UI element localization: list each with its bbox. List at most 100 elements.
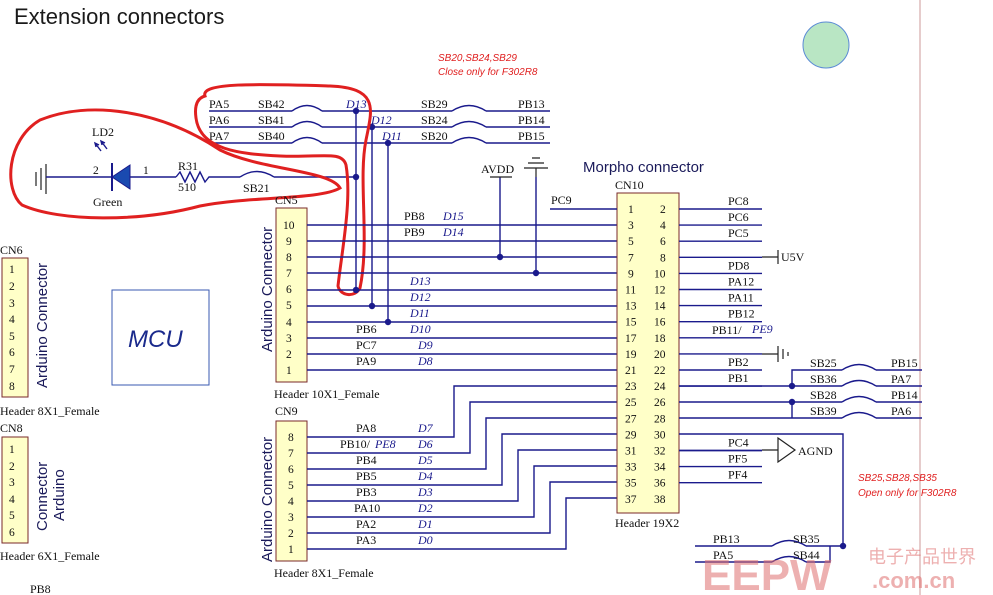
cn10-right-pin: 6 <box>660 236 666 248</box>
svg-text:1: 1 <box>286 365 292 377</box>
cn10-right-net: PF5 <box>728 452 747 466</box>
svg-text:SB25: SB25 <box>810 356 837 370</box>
cn10-right-net: PB11/ <box>712 323 742 337</box>
cn10-left-pin: 21 <box>625 365 637 377</box>
svg-text:PB5: PB5 <box>356 469 377 483</box>
svg-text:PB8: PB8 <box>404 209 425 223</box>
svg-text:D12: D12 <box>409 290 431 304</box>
svg-text:4: 4 <box>288 496 294 508</box>
svg-text:7: 7 <box>286 268 292 280</box>
cn10-right-pin: 22 <box>654 365 666 377</box>
cn10-right-net: PD8 <box>728 258 749 272</box>
led-pin-k: 1 <box>143 165 149 177</box>
cn5-footer: Header 10X1_Female <box>274 387 380 401</box>
svg-text:10: 10 <box>283 220 295 232</box>
svg-text:3: 3 <box>9 477 15 489</box>
svg-text:D1: D1 <box>417 517 433 531</box>
cn10-right-net: PF4 <box>728 468 747 482</box>
cn10-right-pin: 2 <box>660 204 666 216</box>
cn10-right-pin: 16 <box>654 317 666 329</box>
cn10-left-pin: 3 <box>628 220 634 232</box>
svg-text:1: 1 <box>9 264 15 276</box>
cn9-footer: Header 8X1_Female <box>274 566 374 580</box>
cn10-right-pin: 36 <box>654 478 666 490</box>
solder-note-right-2: Open only for F302R8 <box>858 488 957 499</box>
cn6-header: CN6 1 2 3 4 5 6 7 8 Arduino Connector He… <box>0 243 100 418</box>
top-row-right-2: PB14 <box>518 113 545 127</box>
cn10-right-pin: 32 <box>654 446 666 458</box>
mcu-label: MCU <box>128 326 183 353</box>
top-row-left-3: PA7 <box>209 129 229 143</box>
cn10-left-pin: 17 <box>625 333 637 345</box>
svg-text:2: 2 <box>9 281 15 293</box>
svg-text:PB13: PB13 <box>713 532 740 546</box>
led-circuit: LD2 2 1 Green R31 510 SB21 <box>35 125 356 209</box>
svg-text:7: 7 <box>288 448 294 460</box>
svg-text:SB28: SB28 <box>810 388 837 402</box>
cn8-header: CN8 1 2 3 4 5 6 Connector Arduino Header… <box>0 421 100 595</box>
led-pin-a: 2 <box>93 165 99 177</box>
u5v-label: U5V <box>781 250 805 264</box>
top-row-sb2-3: SB20 <box>421 129 448 143</box>
svg-text:6: 6 <box>9 347 15 359</box>
cn10-right-pin: 20 <box>654 349 666 361</box>
cn9-ref: CN9 <box>275 404 298 418</box>
top-row-left-2: PA6 <box>209 113 229 127</box>
resistor-ref: R31 <box>178 159 198 173</box>
cn10-pe9: PE9 <box>751 322 773 336</box>
svg-text:D7: D7 <box>417 421 434 435</box>
cn9-header: CN9 Arduino Connector 8 7 6 5 4 3 2 1 He… <box>259 385 617 580</box>
cn6-ref: CN6 <box>0 243 23 257</box>
svg-text:D10: D10 <box>409 322 431 336</box>
svg-text:PA6: PA6 <box>891 404 911 418</box>
svg-text:D6: D6 <box>417 437 433 451</box>
top-row-d-2: D12 <box>370 113 392 127</box>
cn10-right-net: PB1 <box>728 371 749 385</box>
svg-text:6: 6 <box>286 284 292 296</box>
cn8-ref: CN8 <box>0 421 23 435</box>
top-row-sb-2: SB41 <box>258 113 285 127</box>
svg-text:2: 2 <box>288 528 294 540</box>
svg-text:SB36: SB36 <box>810 372 837 386</box>
svg-text:D13: D13 <box>409 274 431 288</box>
cn10-right-net: PC4 <box>728 436 749 450</box>
top-row-sb2-2: SB24 <box>421 113 448 127</box>
cn8-label-2: Arduino <box>51 469 68 521</box>
svg-text:PB15: PB15 <box>891 356 918 370</box>
cn10-right-pin: 18 <box>654 333 666 345</box>
svg-text:D2: D2 <box>417 501 433 515</box>
cn10-left-pin: 13 <box>625 301 637 313</box>
resistor-value: 510 <box>178 180 196 194</box>
svg-text:3: 3 <box>286 333 292 345</box>
svg-text:PA9: PA9 <box>356 354 376 368</box>
cn10-right-pin: 30 <box>654 429 666 441</box>
top-row-sb2-1: SB29 <box>421 97 448 111</box>
svg-text:D14: D14 <box>442 225 464 239</box>
solder-note-top-2: Close only for F302R8 <box>438 67 538 78</box>
top-row-right-1: PB13 <box>518 97 545 111</box>
led-ref: LD2 <box>92 125 114 139</box>
svg-text:4: 4 <box>286 317 292 329</box>
red-annotation-loop-2 <box>9 108 343 220</box>
svg-text:PA3: PA3 <box>356 533 376 547</box>
svg-text:8: 8 <box>9 381 15 393</box>
cn10-left-pin: 27 <box>625 413 637 425</box>
avdd-label: AVDD <box>481 162 514 176</box>
cn10-right-pin: 4 <box>660 220 666 232</box>
svg-text:9: 9 <box>286 236 292 248</box>
svg-text:PA5: PA5 <box>713 548 733 562</box>
svg-text:PE8: PE8 <box>374 437 396 451</box>
solder-note-right-1: SB25,SB28,SB35 <box>858 473 937 484</box>
cn5-label: Arduino Connector <box>259 227 276 352</box>
cn10-right-pin: 10 <box>654 268 666 280</box>
led-color: Green <box>93 195 122 209</box>
svg-text:PB9: PB9 <box>404 225 425 239</box>
svg-text:2: 2 <box>9 461 15 473</box>
top-row-left-1: PA5 <box>209 97 229 111</box>
watermark-url: .com.cn <box>872 568 955 593</box>
cn6-footer: Header 8X1_Female <box>0 404 100 418</box>
cn10-pc9: PC9 <box>551 193 572 207</box>
svg-text:5: 5 <box>9 510 15 522</box>
